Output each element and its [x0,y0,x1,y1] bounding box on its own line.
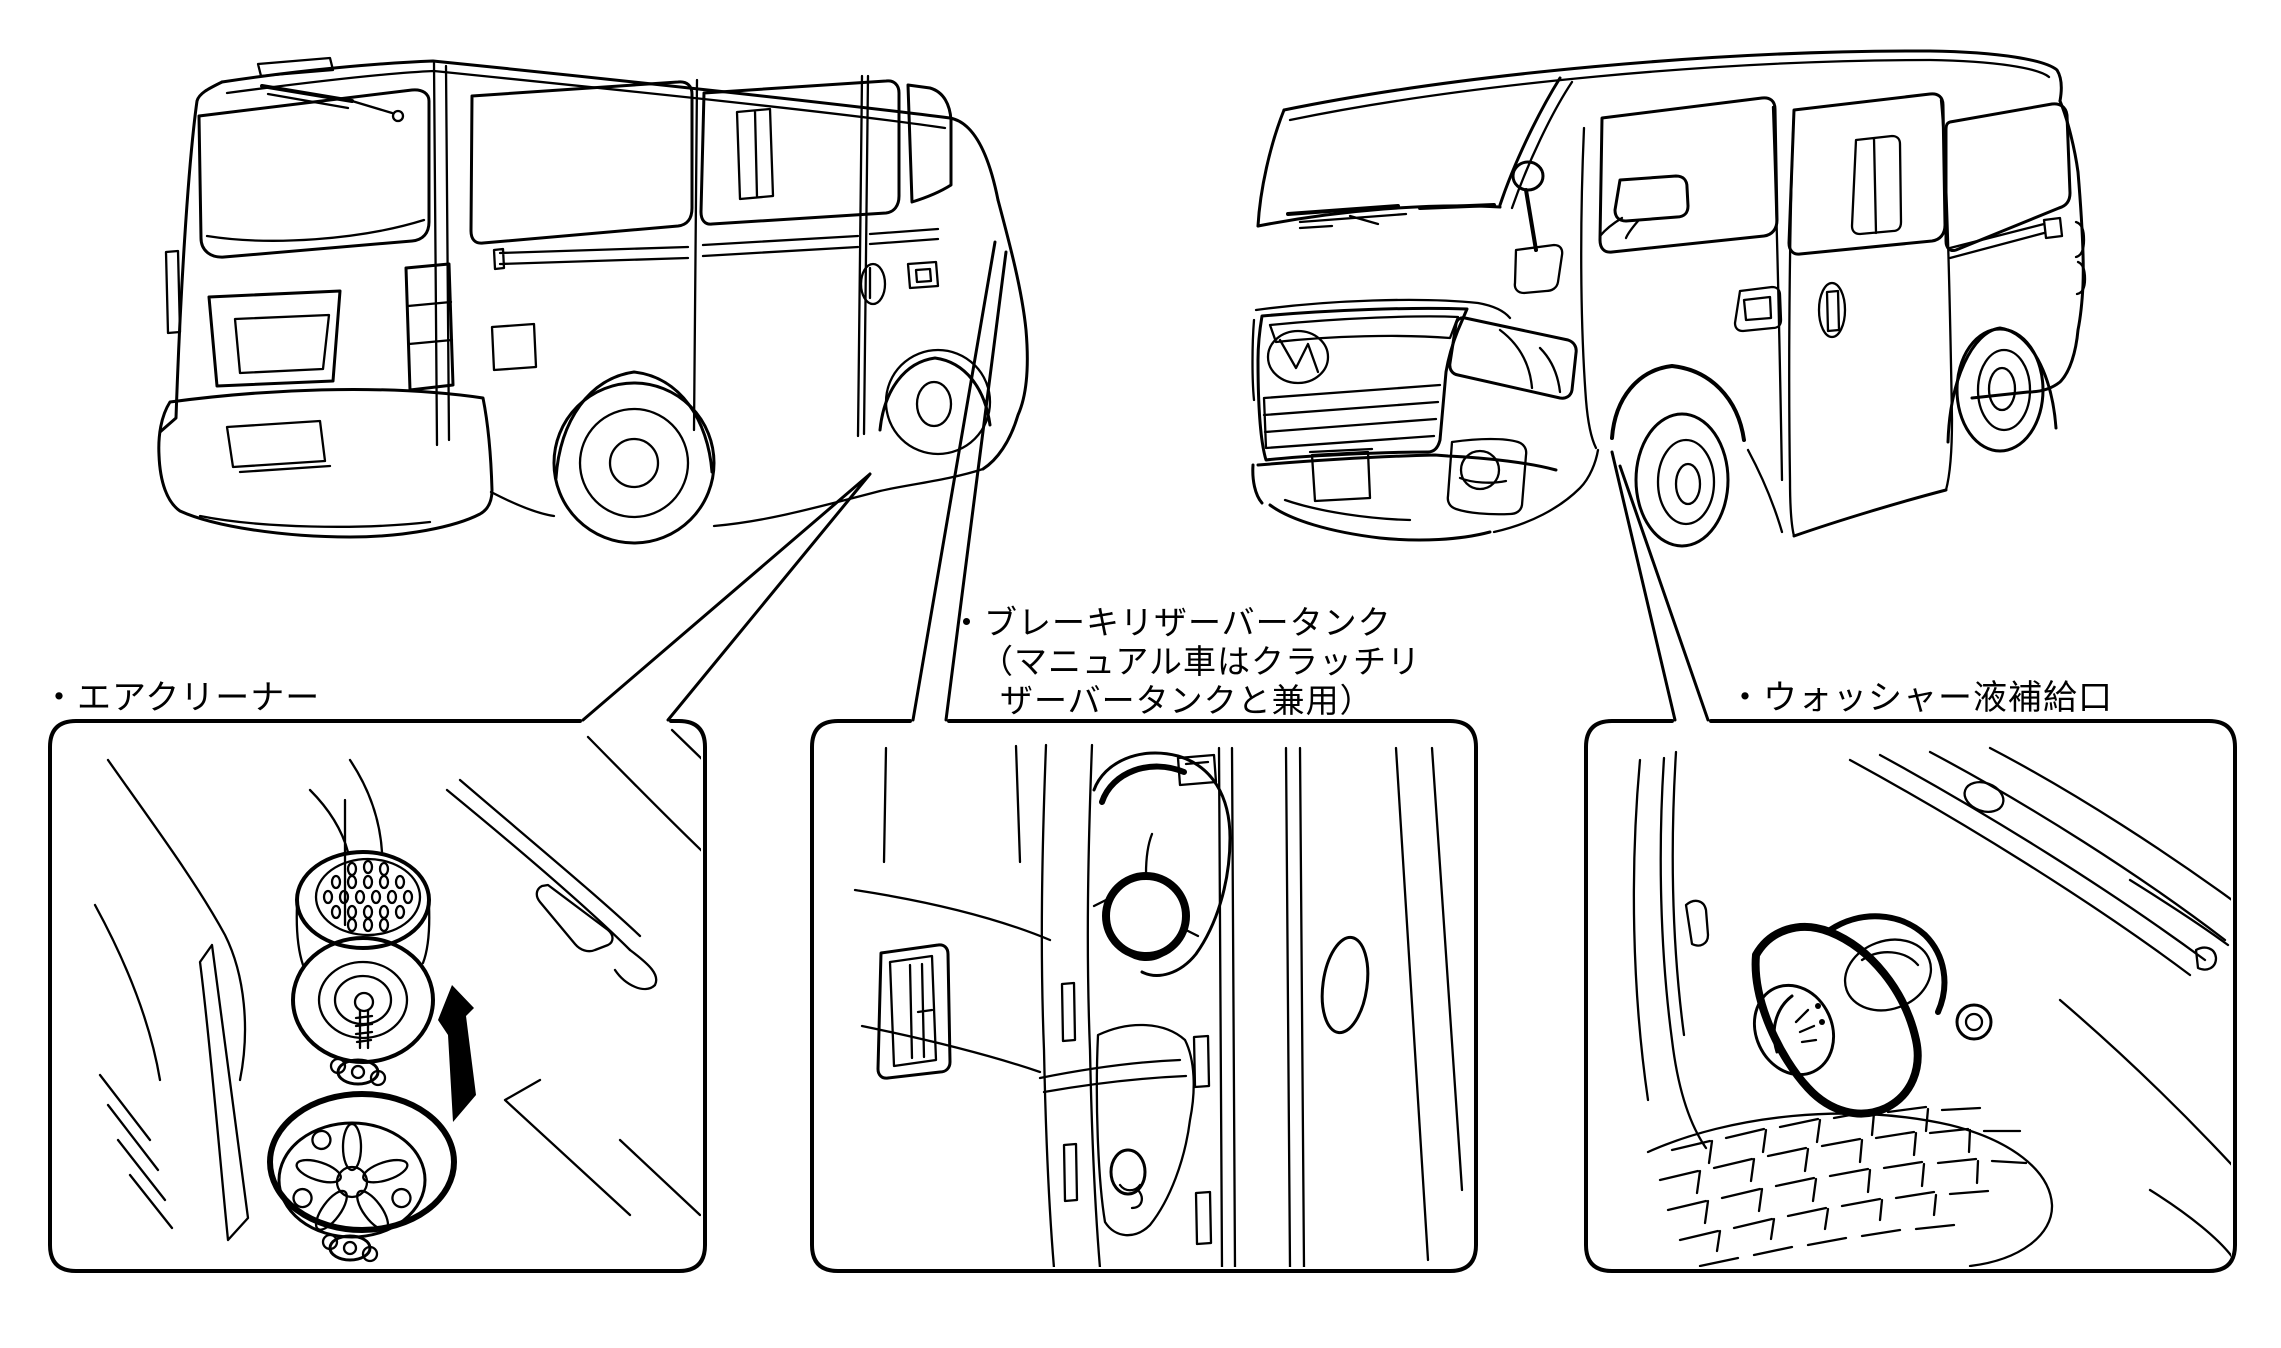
leader-wedge-brake-reservoir [911,240,1008,722]
label-washer-filler: ・ウォッシャー液補給口 [1728,678,2113,718]
van-rear-three-quarter-illustration [157,56,1029,545]
van-front-three-quarter-illustration [1251,49,2087,548]
label-brake-reservoir-line1: ・ブレーキリザーバータンク [950,603,1392,642]
label-air-cleaner: ・エアクリーナー [42,678,321,718]
callout-box-air-cleaner-border [48,719,707,1273]
callout-box-washer-filler-border [1584,719,2237,1273]
air-cleaner-detail-drawing [93,728,701,1263]
callout-box-brake-reservoir-border [810,719,1478,1273]
washer-filler-detail-drawing [1632,746,2231,1267]
brake-reservoir-detail-drawing [853,743,1464,1267]
leader-wedge-air-cleaner [581,472,872,722]
label-brake-reservoir-line2: （マニュアル車はクラッチリ [980,642,1422,681]
leader-wedge-washer-filler [1610,450,1710,722]
label-brake-reservoir-line3: ザーバータンクと兼用） [1000,681,1374,720]
